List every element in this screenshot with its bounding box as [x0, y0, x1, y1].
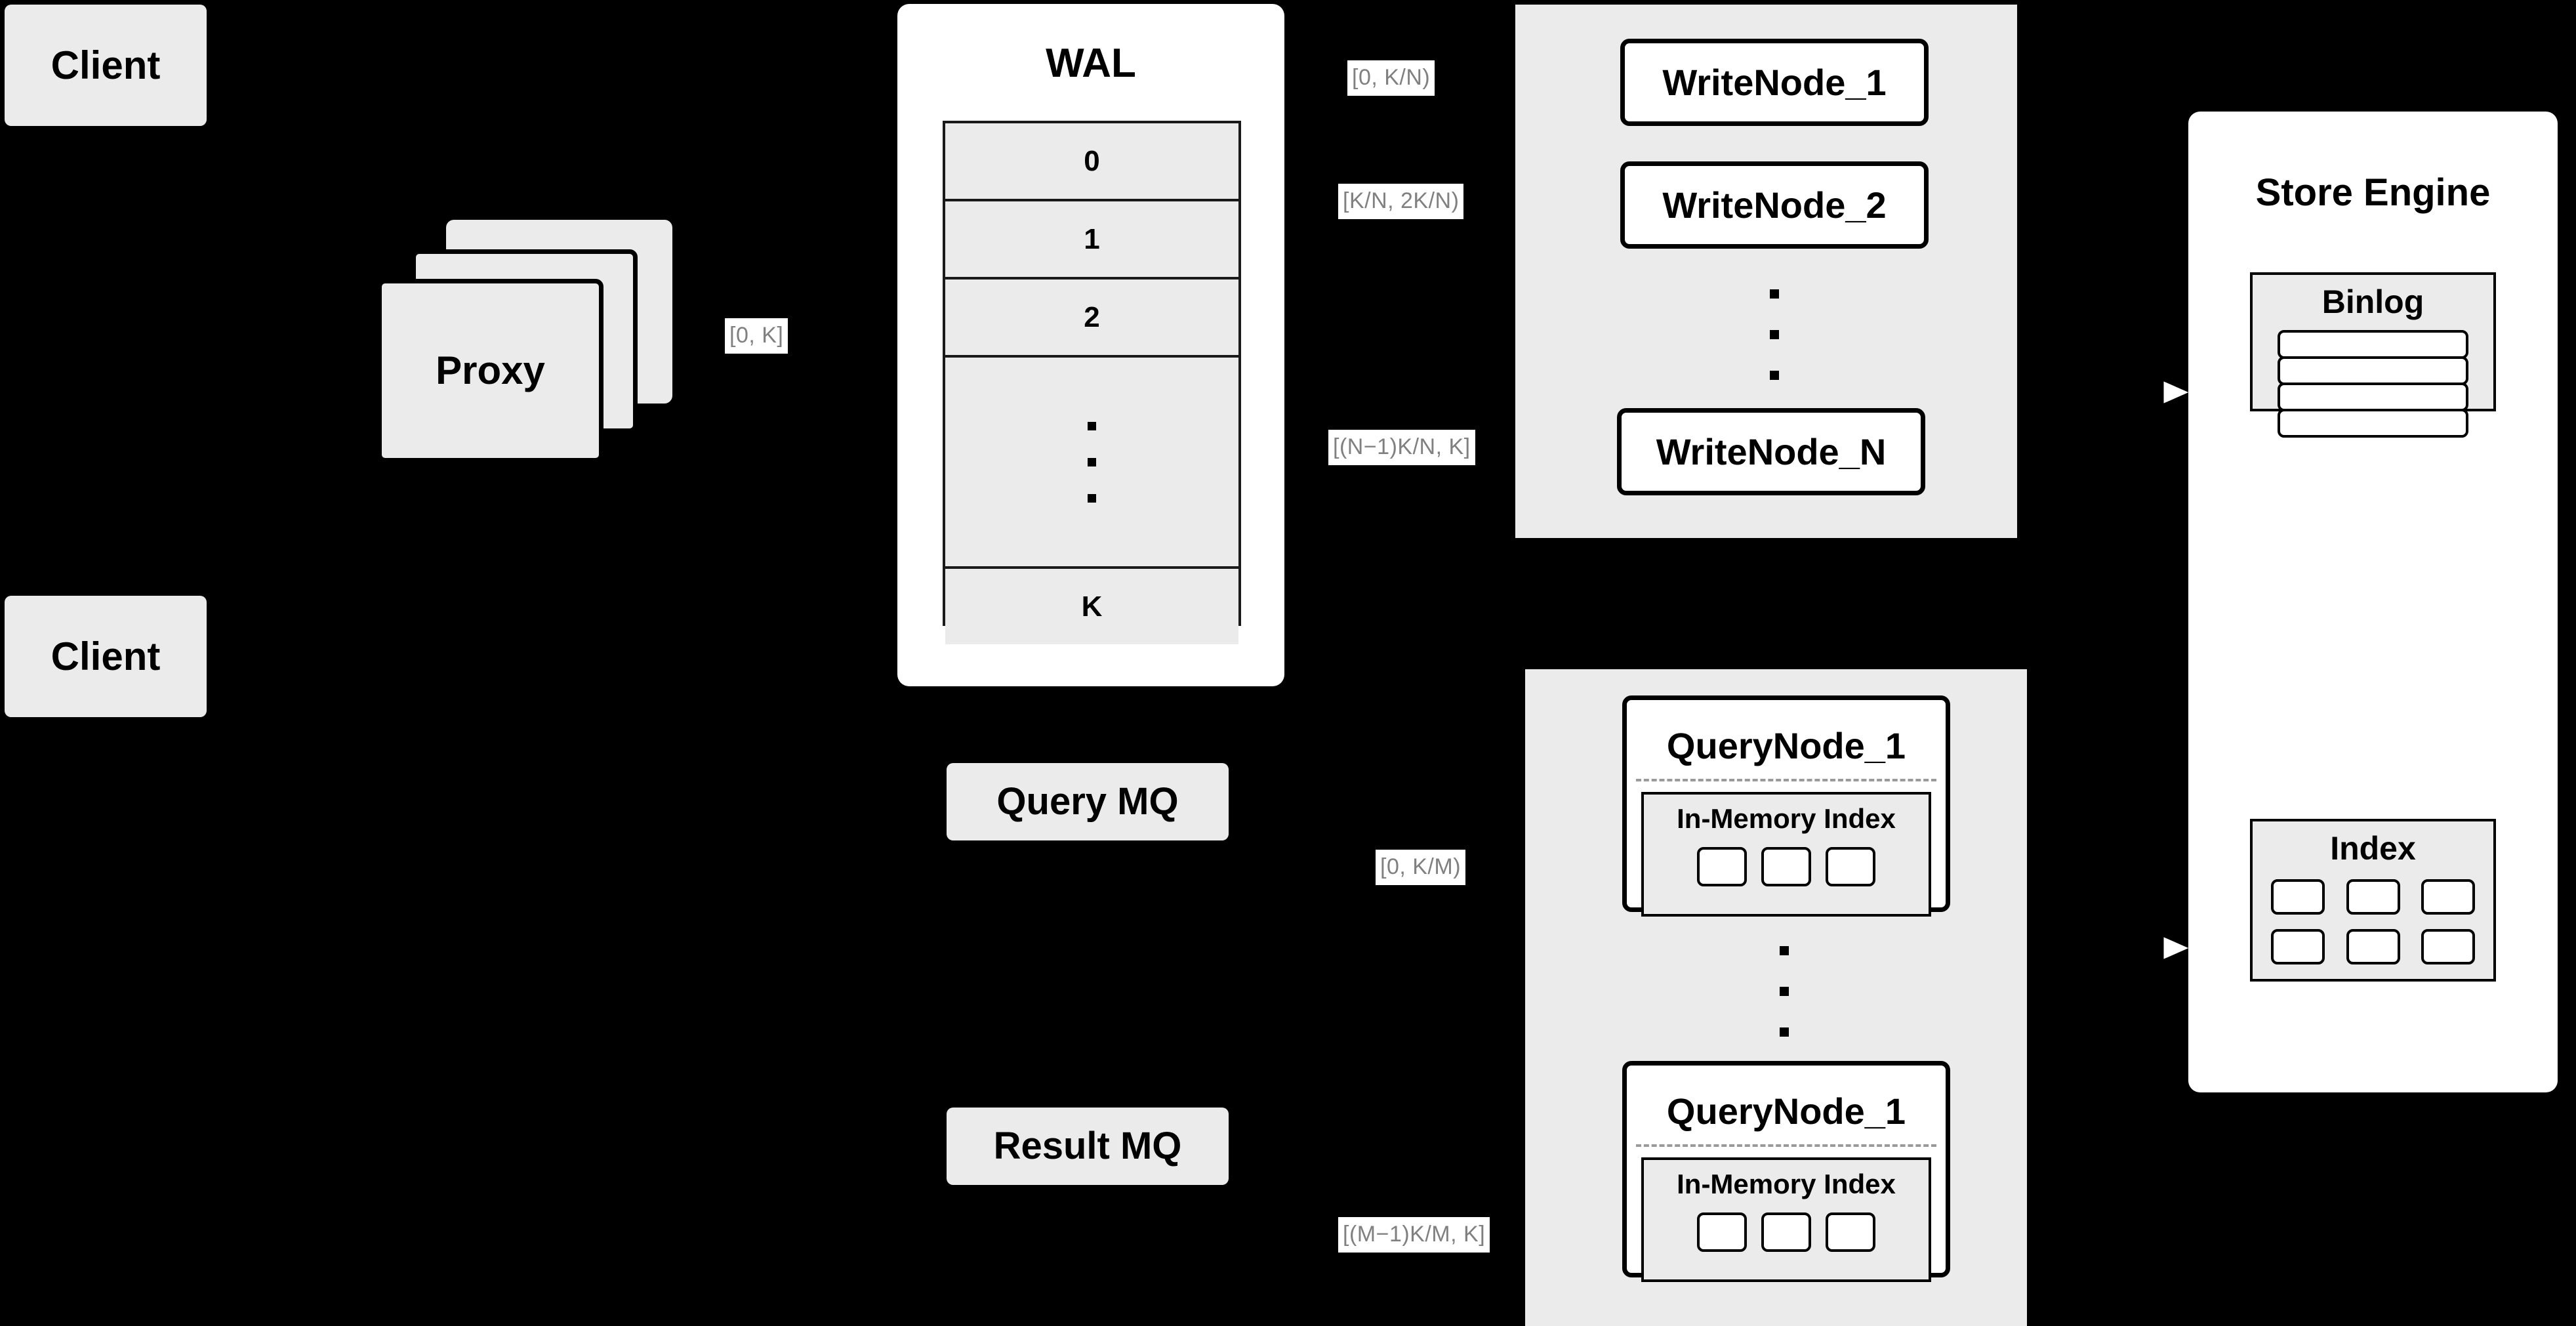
query-node-cluster: QueryNode_1 In-Memory Index QueryNode_1 [1525, 669, 2027, 1326]
edge-label-proxy-to-wal: [0, K] [725, 318, 788, 354]
binlog-entry [2278, 330, 2468, 359]
wal-row: 1 [945, 201, 1238, 280]
wal-row: 0 [945, 123, 1238, 201]
wal-row: 2 [945, 280, 1238, 358]
wal-row-value: K [1081, 590, 1103, 623]
write-node-label: WriteNode_1 [1662, 61, 1887, 103]
index-panel: Index [2250, 819, 2496, 982]
query-cluster-vertical-ellipsis-icon [1780, 930, 1789, 1052]
index-cell [2421, 929, 2475, 964]
index-title: Index [2330, 830, 2416, 867]
client-label-1: Client [51, 43, 161, 87]
wal-title: WAL [1046, 41, 1136, 86]
wal-row: K [945, 569, 1238, 644]
write-node-1[interactable]: WriteNode_1 [1620, 39, 1929, 126]
edge-label-wal-to-writenode-2: [K/N, 2K/N) [1338, 184, 1464, 219]
query-mq-box[interactable]: Query MQ [947, 763, 1229, 840]
query-node-separator [1636, 1144, 1936, 1147]
binlog-panel: Binlog [2250, 272, 2496, 438]
write-node-n[interactable]: WriteNode_N [1617, 408, 1925, 495]
index-segment [1826, 1212, 1875, 1252]
index-cell [2346, 879, 2400, 915]
edge-label-mq-to-querynode-1: [0, K/M) [1376, 850, 1466, 885]
binlog-title: Binlog [2321, 283, 2424, 320]
index-segment [1697, 1212, 1747, 1252]
query-node-label: QueryNode_1 [1666, 1090, 1906, 1132]
index-cell [2271, 929, 2325, 964]
client-label-2: Client [51, 634, 161, 678]
arrow-to-binlog [2116, 374, 2200, 411]
index-cell [2346, 929, 2400, 964]
arrow-to-index [2116, 930, 2200, 966]
result-mq-box[interactable]: Result MQ [947, 1108, 1229, 1185]
edge-label-mq-to-querynode-m: [(M−1)K/M, K] [1338, 1217, 1490, 1253]
in-memory-index-1: In-Memory Index [1641, 792, 1931, 917]
vertical-ellipsis-icon [1088, 408, 1096, 516]
store-engine-title: Store Engine [2255, 171, 2491, 214]
index-segment [1761, 1212, 1811, 1252]
index-cell [2271, 879, 2325, 915]
proxy-stack[interactable]: Proxy [377, 220, 672, 463]
client-box-2[interactable]: Client [5, 596, 207, 717]
in-memory-index-label: In-Memory Index [1677, 803, 1896, 834]
wal-row-ellipsis [945, 358, 1238, 569]
wal-row-value: 2 [1084, 300, 1100, 333]
query-mq-label: Query MQ [996, 780, 1179, 823]
binlog-entry [2278, 356, 2468, 385]
query-node-m[interactable]: QueryNode_1 In-Memory Index [1622, 1061, 1950, 1282]
index-segment [1697, 847, 1747, 886]
write-node-2[interactable]: WriteNode_2 [1620, 161, 1929, 249]
write-node-label: WriteNode_2 [1662, 184, 1887, 226]
index-segment [1826, 847, 1875, 886]
write-node-label: WriteNode_N [1656, 430, 1887, 472]
wal-card: WAL 0 1 2 K [897, 4, 1284, 686]
binlog-entry [2278, 409, 2468, 438]
binlog-entry [2278, 383, 2468, 411]
edge-label-wal-to-writenode-n: [(N−1)K/N, K] [1328, 430, 1475, 465]
store-engine-card: Store Engine Binlog Index [2188, 112, 2558, 1092]
proxy-sheet-front: Proxy [377, 279, 603, 463]
write-node-cluster: WriteNode_1 WriteNode_2 WriteNode_N [1515, 5, 2017, 538]
query-node-label: QueryNode_1 [1666, 725, 1906, 766]
wal-row-value: 1 [1084, 222, 1100, 255]
client-box-1[interactable]: Client [5, 5, 207, 126]
wal-row-value: 0 [1084, 144, 1100, 177]
query-node-separator [1636, 779, 1936, 781]
query-node-1[interactable]: QueryNode_1 In-Memory Index [1622, 695, 1950, 917]
index-segment [1761, 847, 1811, 886]
in-memory-index-label: In-Memory Index [1677, 1169, 1896, 1199]
result-mq-label: Result MQ [993, 1125, 1182, 1167]
in-memory-index-m: In-Memory Index [1641, 1157, 1931, 1282]
write-cluster-vertical-ellipsis-icon [1770, 274, 1779, 396]
edge-label-wal-to-writenode-1: [0, K/N) [1347, 60, 1435, 96]
wal-entry-table: 0 1 2 K [943, 121, 1241, 644]
index-cell [2421, 879, 2475, 915]
proxy-label: Proxy [436, 348, 545, 392]
